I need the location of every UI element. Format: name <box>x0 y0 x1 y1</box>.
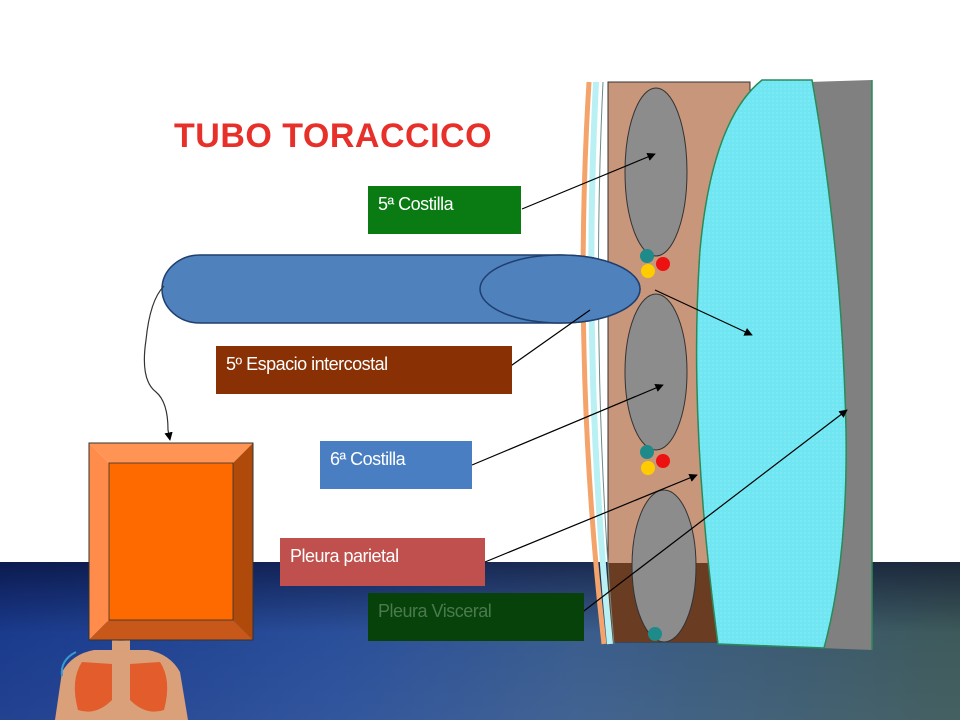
label-5th-rib: 5ª Costilla <box>368 186 521 234</box>
artery-dot-icon <box>656 257 670 271</box>
label-parietal-pleura: Pleura parietal <box>280 538 485 586</box>
chest-tube-tip <box>479 254 641 324</box>
pleural-space <box>695 79 847 649</box>
pointer-tube-to-pleural-space <box>654 289 753 336</box>
drainage-box <box>88 442 254 641</box>
parietal-line <box>597 81 615 645</box>
subcutaneous-layer <box>588 81 613 645</box>
pointer-pleura-parietal <box>484 473 698 563</box>
artery-dot-icon <box>656 454 670 468</box>
vein-dot-icon <box>641 264 655 278</box>
rib-5 <box>624 87 688 257</box>
chest-tube <box>161 254 641 324</box>
rib-7 <box>631 489 697 643</box>
neurovascular-bundle-upper <box>640 249 670 278</box>
pointer-costilla5 <box>521 153 656 210</box>
label-visceral-pleura: Pleura Visceral <box>368 593 584 641</box>
label-5th-intercostal-space: 5º Espacio intercostal <box>216 346 512 394</box>
pointer-espacio <box>504 309 591 371</box>
skin-layer <box>580 81 607 645</box>
rib-6 <box>624 293 688 451</box>
nerve-dot-icon <box>640 445 654 459</box>
label-6th-rib: 6ª Costilla <box>320 441 472 489</box>
nerve-dot-icon <box>640 249 654 263</box>
vein-dot-icon <box>641 461 655 475</box>
nerve-dot-icon <box>648 627 662 641</box>
pointer-costilla6 <box>471 384 664 466</box>
pointer-pleura-visceral <box>575 409 848 618</box>
diagram-title: TUBO TORACCICO <box>174 117 493 155</box>
neurovascular-bundle-lower <box>640 445 670 475</box>
drainage-tubing <box>143 285 173 441</box>
